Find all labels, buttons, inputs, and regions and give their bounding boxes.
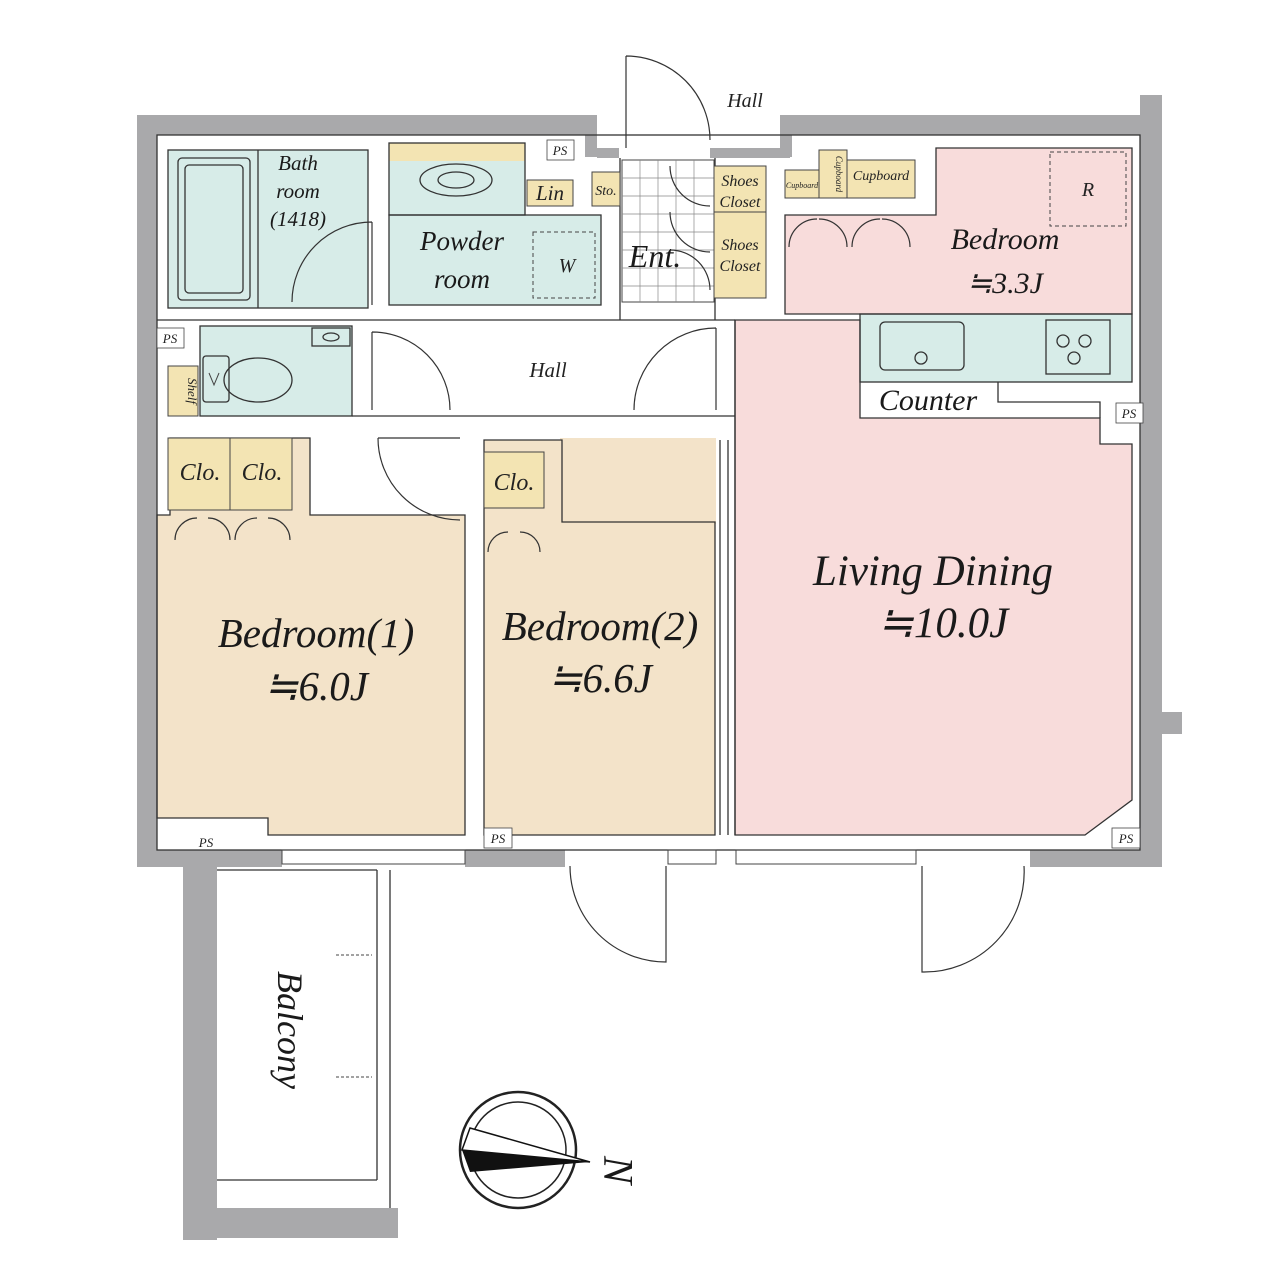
hall-outer-label: Hall bbox=[726, 90, 763, 112]
ps-label-5: PS bbox=[490, 831, 506, 846]
counter-label: Counter bbox=[879, 384, 978, 417]
shelf-label: Shelf bbox=[185, 378, 200, 406]
ps-label-2: PS bbox=[162, 331, 178, 346]
bathroom-label-2: room bbox=[276, 179, 320, 203]
ps-label-3: PS bbox=[1121, 406, 1137, 421]
cupboard-small-label: Cupboard bbox=[786, 181, 819, 190]
bedroom1-size: ≒6.0J bbox=[264, 663, 370, 709]
compass bbox=[458, 1090, 591, 1210]
bathroom-label-3: (1418) bbox=[270, 207, 326, 231]
bathroom-label-1: Bath bbox=[278, 151, 318, 175]
storage-label: Sto. bbox=[595, 184, 616, 199]
ps-label-4: PS bbox=[198, 835, 214, 850]
washer-label: W bbox=[559, 255, 578, 277]
bedroom2-closet: Clo. bbox=[494, 470, 535, 496]
bedroom1-closet-a: Clo. bbox=[180, 460, 221, 486]
room-fills bbox=[157, 143, 1132, 835]
bedroom-small-name: Bedroom bbox=[951, 223, 1060, 256]
shoes-closet-1-line1: Shoes bbox=[721, 173, 758, 190]
doors bbox=[174, 55, 1025, 973]
bedroom1-closet-b: Clo. bbox=[242, 460, 283, 486]
powder-label-1: Powder bbox=[419, 226, 504, 256]
living-name: Living Dining bbox=[812, 548, 1053, 595]
ps-label-6: PS bbox=[1118, 831, 1134, 846]
pipe-space-labels: PS PS PS PS PS PS bbox=[156, 139, 1144, 850]
shoes-closet-2-line2: Closet bbox=[720, 258, 761, 275]
bedroom-small-size: ≒3.3J bbox=[967, 267, 1045, 300]
fridge-label: R bbox=[1081, 179, 1094, 201]
cupboard-vertical-label: Cupboard bbox=[834, 156, 844, 193]
cupboard-label: Cupboard bbox=[853, 169, 910, 184]
outer-walls bbox=[137, 95, 1182, 1240]
linen-label: Lin bbox=[535, 181, 564, 205]
bedroom2-size: ≒6.6J bbox=[548, 655, 654, 701]
closets bbox=[167, 149, 916, 511]
shoes-closet-2-line1: Shoes bbox=[721, 237, 758, 254]
balcony-label: Balcony bbox=[270, 971, 310, 1089]
powder-label-2: room bbox=[434, 264, 490, 294]
bedroom1-name: Bedroom(1) bbox=[218, 610, 415, 656]
shoes-closet-1-line2: Closet bbox=[720, 194, 761, 211]
ps-label-1: PS bbox=[552, 143, 568, 158]
entrance-label: Ent. bbox=[628, 238, 681, 274]
bedroom2-name: Bedroom(2) bbox=[502, 603, 699, 649]
compass-north-label: N bbox=[594, 1155, 640, 1186]
living-size: ≒10.0J bbox=[878, 600, 1010, 647]
hall-inner-label: Hall bbox=[528, 358, 567, 382]
